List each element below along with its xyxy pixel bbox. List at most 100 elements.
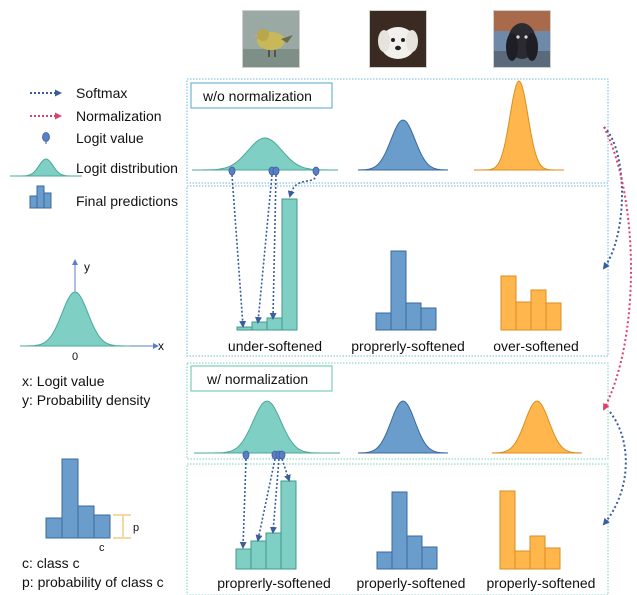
- black-dog-photo: [493, 10, 551, 68]
- panel-w-norm-distributions: [186, 362, 609, 460]
- bars-wo-bird: [236, 198, 298, 331]
- bar: [391, 491, 408, 570]
- panel-wo-norm-distributions: [186, 78, 609, 184]
- curve-wo-bird: [192, 137, 338, 171]
- caption-bottom-3: properly-softened: [487, 575, 596, 591]
- logit-value-dot: [272, 166, 280, 176]
- bird-photo-icon: [243, 11, 299, 67]
- x-description: x: Logit value: [22, 373, 105, 389]
- softmax-link-arrow: [231, 174, 247, 328]
- black-dog-photo-icon: [494, 11, 550, 67]
- bar: [514, 550, 531, 570]
- bar: [265, 532, 282, 570]
- example-distribution-curve: [20, 291, 130, 347]
- bar: [499, 490, 516, 570]
- caption-bottom-1: proprerly-softened: [217, 575, 331, 591]
- bar: [500, 275, 517, 331]
- y-axis-label: y: [84, 260, 90, 274]
- prediction-bars: [235, 198, 562, 570]
- legend-final-predictions: Final predictions: [76, 193, 178, 209]
- bar: [266, 317, 283, 331]
- softmax-link-arrow: [281, 458, 291, 482]
- logit-distribution-icon: [10, 158, 82, 177]
- bar: [376, 551, 393, 570]
- softmax-link-arrow: [254, 174, 273, 324]
- caption-top-2: proprerly-softened: [351, 338, 465, 354]
- example-bar-3: [77, 505, 95, 539]
- wo-norm-title: w/o normalization: [202, 88, 312, 104]
- curve-w-white: [357, 400, 449, 454]
- curve-wo-black: [474, 80, 564, 171]
- bars-w-bird: [235, 480, 297, 570]
- w-norm-title: w/ normalization: [206, 371, 308, 387]
- bars-w-black: [499, 490, 561, 570]
- bar: [421, 546, 438, 570]
- softmax-links: [228, 166, 320, 549]
- logit-value-icon: [42, 132, 50, 144]
- p-label: p: [133, 522, 139, 534]
- white-dog-photo-icon: [370, 11, 426, 67]
- bar: [406, 535, 423, 570]
- softmax-link-arrow: [287, 173, 317, 198]
- wo-norm-title-box: [190, 82, 333, 109]
- curve-w-bird: [194, 400, 340, 454]
- bar: [420, 307, 437, 331]
- logit-distributions: [192, 80, 583, 454]
- caption-bottom-2: properly-softened: [357, 575, 466, 591]
- logit-value-dot: [278, 450, 286, 460]
- caption-top-3: over-softened: [493, 338, 579, 354]
- bars-w-white: [376, 491, 438, 570]
- bar: [545, 302, 562, 331]
- curve-wo-white: [357, 119, 449, 171]
- bar: [405, 302, 422, 331]
- bars-wo-black: [500, 275, 562, 331]
- softmax-link-arrow: [255, 458, 276, 542]
- bar: [515, 301, 532, 331]
- logit-value-dot: [312, 166, 320, 176]
- panel-wo-norm-predictions: [186, 185, 609, 357]
- softmax-arrow-bottom: [602, 411, 627, 526]
- bar: [251, 321, 268, 331]
- white-dog-photo: [369, 10, 427, 68]
- legend: Softmax Normalization Logit value Logit …: [10, 85, 178, 209]
- bar: [250, 540, 267, 570]
- c-description: c: class c: [22, 555, 80, 571]
- legend-softmax: Softmax: [76, 85, 127, 101]
- bar: [390, 250, 407, 331]
- caption-top-1: under-softened: [228, 338, 322, 354]
- bar: [280, 480, 297, 570]
- p-description: p: probability of class c: [22, 574, 164, 590]
- example-bar-1: [45, 517, 63, 539]
- bird-photo: [242, 10, 300, 68]
- softmax-link-arrow: [269, 174, 277, 320]
- bar: [236, 326, 253, 331]
- example-bar-4: [93, 514, 111, 539]
- legend-logit-distribution: Logit distribution: [76, 160, 178, 176]
- normalization-arrow: [603, 126, 632, 411]
- legend-normalization: Normalization: [76, 108, 162, 124]
- axes-example: y x 0 x: Logit value y: Probability dens…: [20, 259, 164, 408]
- w-norm-title-box: [190, 365, 333, 392]
- softmax-link-arrow: [269, 458, 280, 534]
- bar-example: p c c: class c p: probability of class c: [22, 458, 164, 590]
- c-label: c: [99, 542, 105, 554]
- x-axis-label: x: [158, 339, 164, 353]
- bar: [375, 312, 392, 331]
- bar: [544, 547, 561, 570]
- legend-logit-value: Logit value: [76, 130, 144, 146]
- final-predictions-icon: [29, 185, 52, 209]
- origin-label: 0: [72, 351, 78, 363]
- panel-w-norm-predictions: [186, 463, 609, 595]
- softmax-link-arrow: [239, 458, 247, 549]
- curve-w-black: [491, 400, 583, 454]
- example-bar-2: [61, 458, 79, 539]
- logit-value-dot: [242, 450, 250, 460]
- y-description: y: Probability density: [22, 392, 150, 408]
- bar: [530, 289, 547, 331]
- logit-value-dot: [228, 166, 236, 176]
- bar: [235, 548, 252, 570]
- bar: [529, 535, 546, 570]
- bar: [281, 198, 298, 331]
- bars-wo-white: [375, 250, 437, 331]
